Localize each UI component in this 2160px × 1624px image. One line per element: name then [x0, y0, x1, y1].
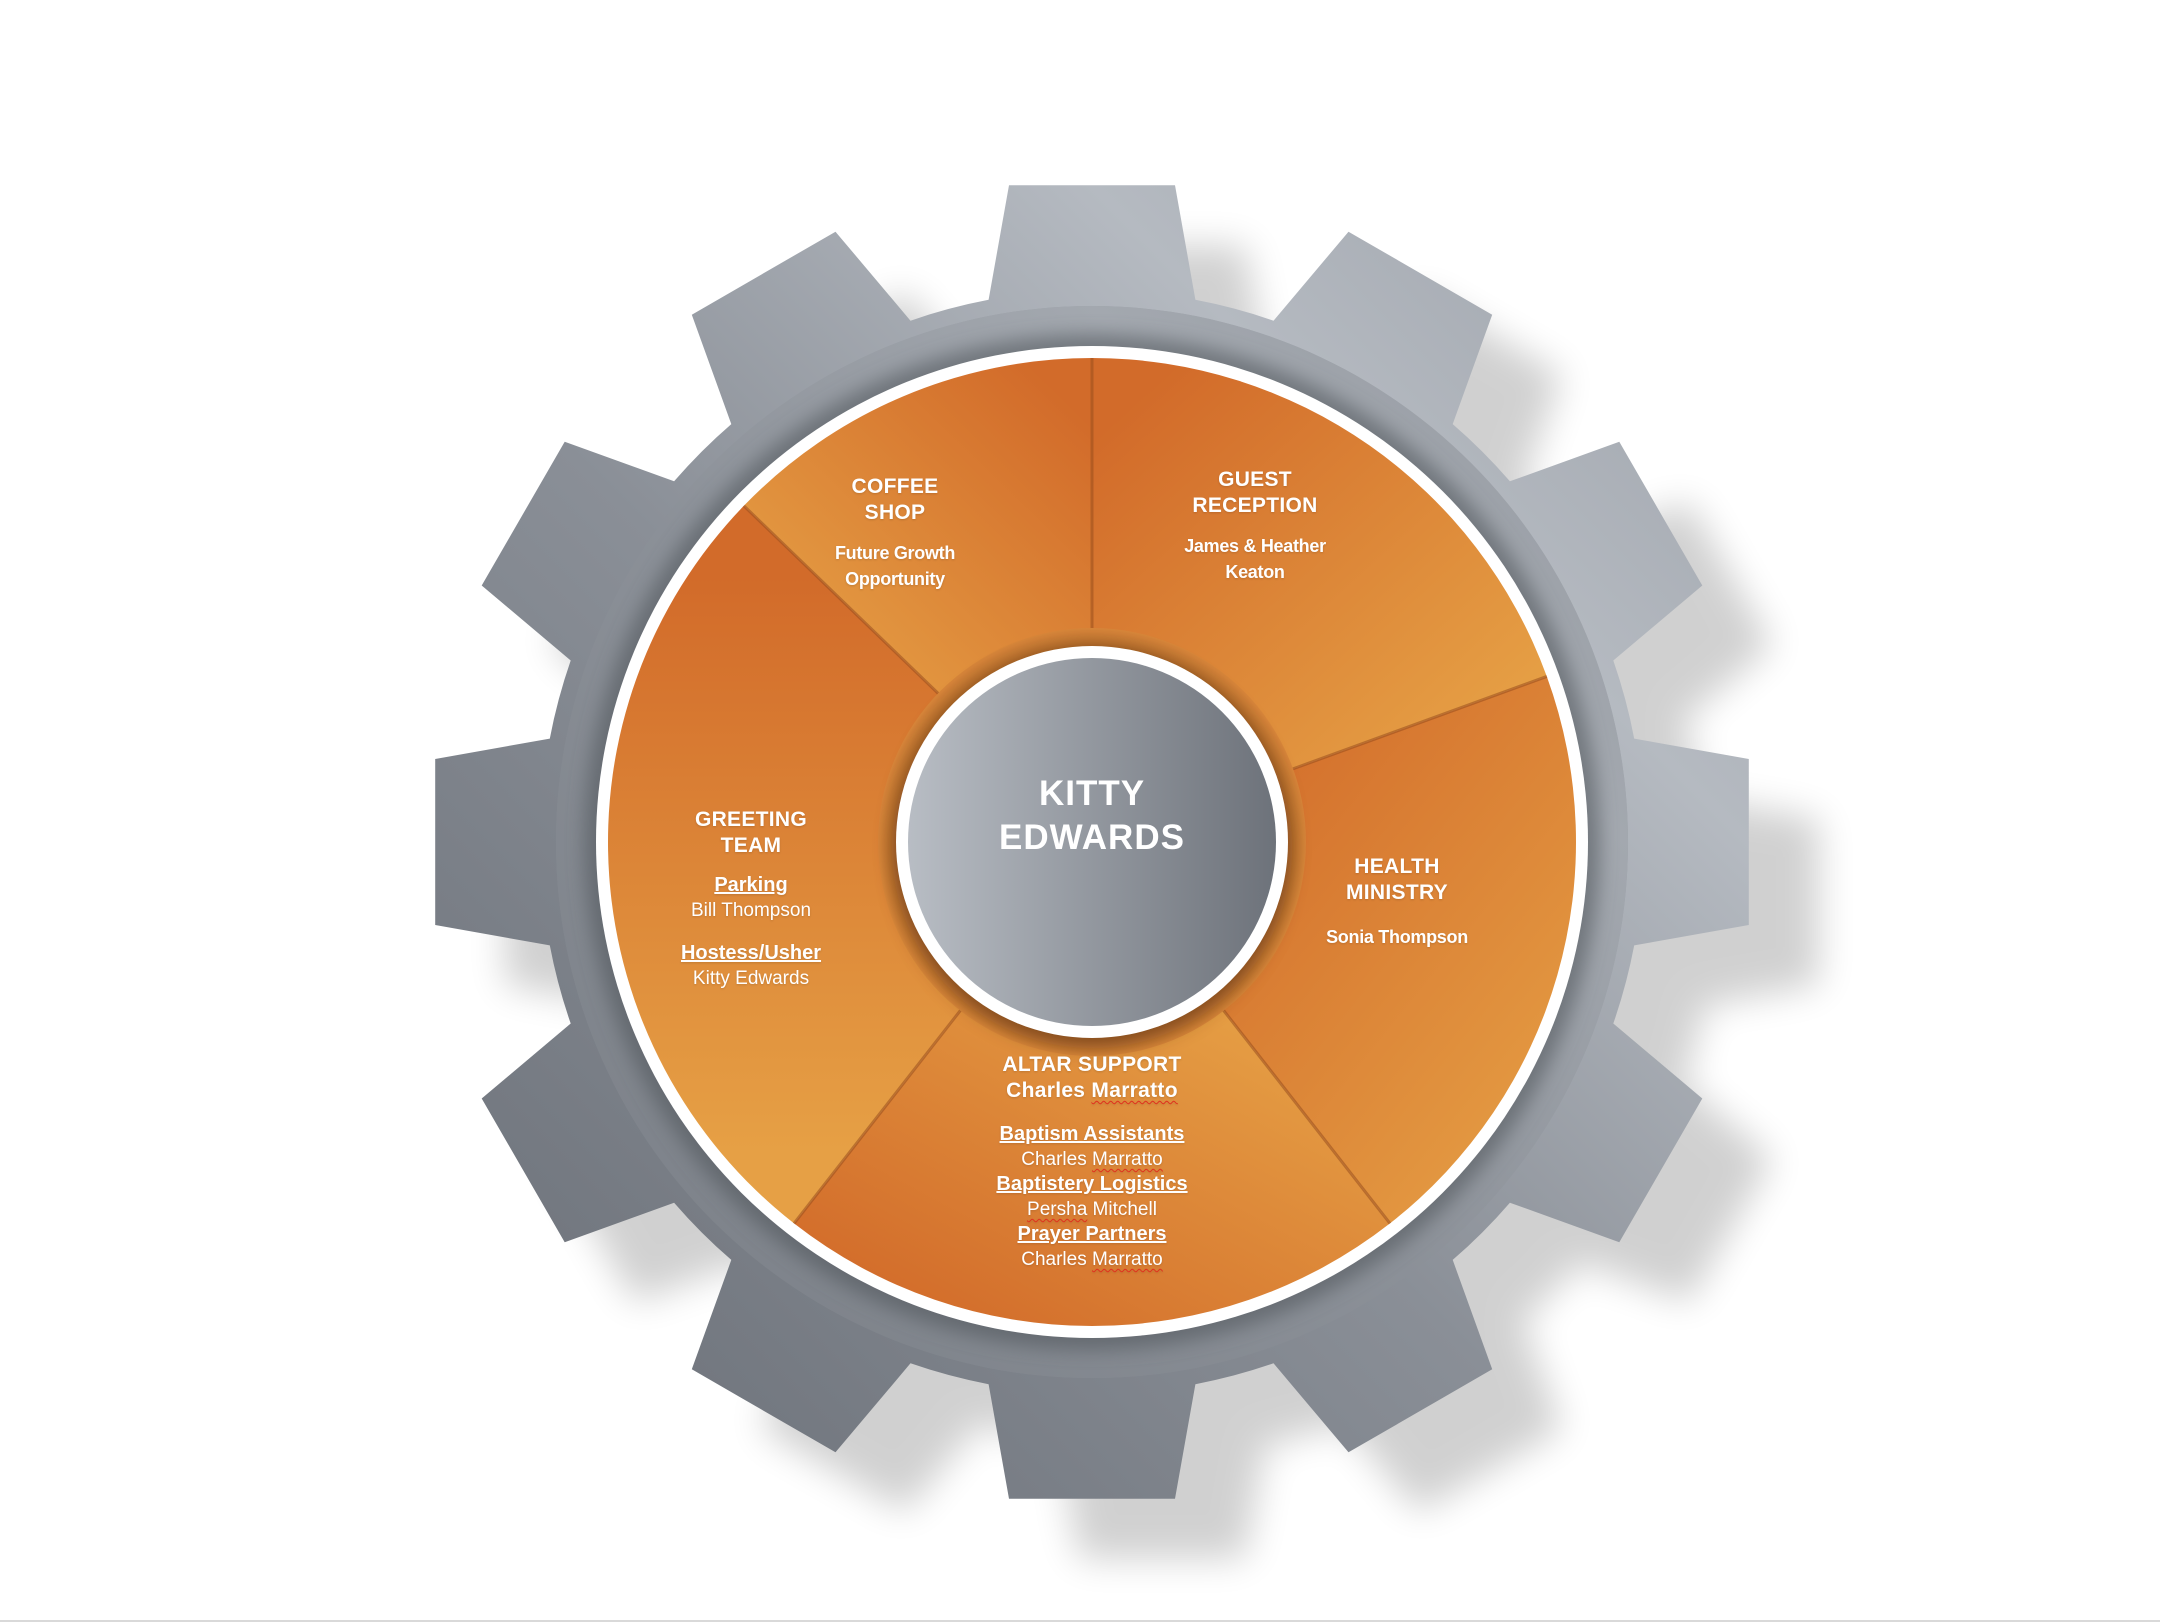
segment-greeting-team-wedge [608, 505, 962, 1224]
altar-person-baptism-last: Marratto [1092, 1149, 1163, 1170]
altar-support-lead: Charles Marratto [996, 1078, 1187, 1104]
altar-person-baptistery-last: Mitchell [1092, 1199, 1157, 1220]
altar-person-baptism: Charles Marratto [996, 1147, 1187, 1172]
guest-reception-sub-line2: Keaton [1225, 562, 1285, 582]
altar-person-baptistery: Persha Mitchell [996, 1197, 1187, 1222]
center-name-line1: KITTY [1038, 774, 1146, 813]
altar-person-baptism-first: Charles [1021, 1149, 1087, 1170]
health-ministry-title-line2: MINISTRY [1346, 881, 1448, 904]
altar-support-lead-first: Charles [1006, 1079, 1086, 1102]
greeting-team-person-hostess: Kitty Edwards [692, 968, 810, 989]
segment-greeting-team: GREETING TEAM Parking Bill Thompson Host… [681, 807, 821, 991]
segment-divider [742, 504, 941, 696]
altar-person-prayer: Charles Marratto [996, 1247, 1187, 1272]
coffee-shop-title-line1: COFFEE [851, 475, 939, 498]
segment-altar-support: ALTAR SUPPORT Charles Marratto Baptism A… [996, 1052, 1187, 1272]
guest-reception-title-line1: GUEST [1218, 468, 1292, 491]
guest-reception-title-line2: RECEPTION [1192, 494, 1318, 517]
coffee-shop-sub-line2: Opportunity [845, 569, 945, 589]
bottom-divider [0, 1620, 2160, 1622]
altar-role-baptism: Baptism Assistants [999, 1123, 1185, 1145]
center-hub [878, 628, 1306, 1056]
segment-divider [792, 1008, 963, 1225]
greeting-team-title-line1: GREETING [694, 808, 808, 831]
altar-person-prayer-last: Marratto [1092, 1249, 1163, 1270]
segment-guest-reception-wedge [1092, 358, 1547, 770]
greeting-team-role-parking: Parking [714, 874, 788, 896]
greeting-team-person-parking: Bill Thompson [690, 900, 812, 921]
coffee-shop-title-line2: SHOP [864, 501, 926, 524]
segment-health-ministry-wedge [1222, 676, 1576, 1224]
segment-altar-support-wedge [794, 1009, 1390, 1326]
altar-role-baptistery: Baptistery Logistics [996, 1173, 1188, 1195]
center-name: KITTY EDWARDS [999, 772, 1185, 860]
guest-reception-sub-line1: James & Heather [1184, 536, 1326, 556]
altar-support-title: ALTAR SUPPORT [1002, 1053, 1182, 1076]
segment-divider [1221, 1008, 1392, 1225]
greeting-team-role-hostess: Hostess/Usher [680, 942, 822, 964]
segment-guest-reception: GUEST RECEPTION James & Heather Keaton [1184, 467, 1326, 585]
segment-divider [1290, 675, 1548, 771]
altar-support-lead-last: Marratto [1091, 1079, 1178, 1102]
altar-role-prayer: Prayer Partners [1017, 1223, 1167, 1245]
segment-coffee-shop-wedge [743, 358, 1092, 695]
health-ministry-title-line1: HEALTH [1354, 855, 1440, 878]
segment-coffee-shop: COFFEE SHOP Future Growth Opportunity [835, 474, 955, 592]
hub-disc [908, 658, 1276, 1026]
altar-person-baptistery-first: Persha [1027, 1199, 1088, 1220]
health-ministry-person: Sonia Thompson [1326, 927, 1468, 947]
altar-person-prayer-first: Charles [1021, 1249, 1087, 1270]
orange-ring [608, 358, 1576, 1326]
greeting-team-title-line2: TEAM [720, 834, 782, 857]
segment-health-ministry: HEALTH MINISTRY Sonia Thompson [1326, 854, 1468, 950]
center-name-line2: EDWARDS [999, 818, 1185, 857]
coffee-shop-sub-line1: Future Growth [834, 543, 956, 563]
